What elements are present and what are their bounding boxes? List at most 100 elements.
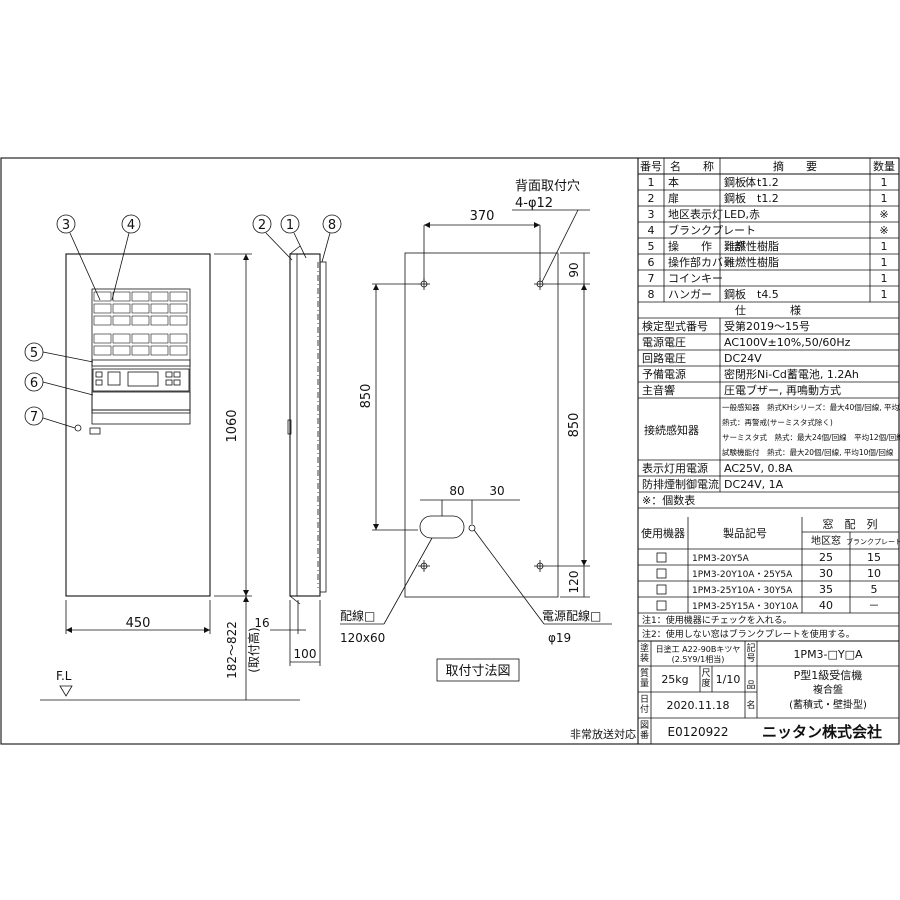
operation-cover [91,391,191,411]
balloon-3: 3 [62,218,70,233]
spec-sensor-line: 一般感知器 熱式KHシリーズ：最大40個/回線, 平均20個/回線 [722,402,900,412]
title-block-label: 品 [746,680,755,691]
back-holes-label: 背面取付穴 [515,179,580,194]
use-checkbox[interactable] [656,600,667,611]
zone-lamp-window [169,291,188,302]
spec-sensor-label: 接続感知器 [644,423,699,437]
zone-lamp-window [131,303,150,314]
balloon-6: 6 [30,376,38,391]
mounting-diagram-title: 取付寸法図 [445,664,510,679]
zone-lamp-window [150,345,169,356]
parts-row-name: ブランクプレート [668,223,756,237]
parts-row-name: ハンガー [668,288,712,301]
parts-row-qty: ※ [879,208,888,221]
zone-lamp-window [131,291,150,302]
count-row-model: 1PM3-20Y5A [692,554,750,564]
floor-label: F.L [56,669,72,683]
spec-label: 予備電源 [642,367,686,381]
title-block-label: 名 [746,699,755,711]
parts-row-spec: 鋼板 t1.2 [724,175,779,189]
balloon-group-front: 3 4 5 6 7 [24,214,141,429]
front-view [65,253,211,597]
title-block-label: 付 [640,704,649,715]
sheet-border [0,157,900,745]
count-header-blank: ブランクプレート [846,537,900,546]
parts-row-name: 操作部カバー [668,255,734,269]
count-row-blank: 15 [867,551,881,564]
count-header-model: 製品記号 [723,526,767,540]
dim-30: 30 [489,484,504,498]
title-block-label: 質 [640,667,649,679]
use-checkbox[interactable] [656,584,667,595]
paint-value: (2.5Y9/1相当) [672,654,725,664]
parts-row-qty: 1 [881,272,888,285]
count-note-2: 注2：使用しない窓はブランクプレートを使用する。 [642,628,855,640]
use-checkbox[interactable] [656,568,667,579]
dim-height-range: 182～822 [225,621,239,679]
title-block-label: 号 [746,653,755,664]
count-row-zone: 40 [819,599,833,612]
dim-width-450: 450 [126,616,151,631]
model-code: 1PM3-□Y□A [793,648,863,661]
zone-lamp-window [93,303,112,314]
title-block-label: 記 [746,642,755,654]
zone-lamp-window [131,333,150,344]
count-row-model: 1PM3-25Y10A・30Y5A [692,586,793,596]
parts-row-number: 8 [648,288,655,301]
product-name: 複合盤 [813,683,843,696]
title-block-label: 装 [640,652,649,664]
parts-table-header: 摘 要 [773,159,817,173]
spec-value: 圧電ブザー, 再鳴動方式 [724,383,841,397]
side-dimensions: 16 100 [254,600,321,666]
power-wiring-label: 電源配線□ [542,608,601,623]
spec-count-note: ※：個数表 [642,493,695,507]
parts-row-number: 4 [648,224,655,237]
count-row-blank: － [869,599,880,612]
spec-sensor-line: サーミスタ式 熱式：最大24個/回線 平均12個/回線 [722,432,900,442]
back-holes-spec: 4-φ12 [515,196,553,211]
use-checkbox[interactable] [656,552,667,563]
zone-lamp-window [169,315,188,326]
parts-row-spec: LED,赤 [724,208,760,221]
wiring-hole-label: 配線□ [340,608,375,623]
spec-label: 防排煙制御電流 [642,477,719,491]
mounting-diagram-title-box [436,658,520,682]
zone-lamp-window [112,291,131,302]
wiring-hole-size: 120x60 [340,631,385,645]
dim-height-1060: 1060 [225,409,240,442]
zone-lamp-window [150,315,169,326]
front-panel-area [91,288,191,414]
spec-label: 検定型式番号 [642,319,708,333]
balloon-7: 7 [30,410,38,425]
count-row-zone: 35 [819,583,833,596]
spec-table-title: 仕 様 [735,303,801,317]
spec-value: 受第2019～15号 [724,319,810,333]
coin-key-hole [74,424,82,432]
date-value: 2020.11.18 [667,699,730,712]
back-plate-outline [404,252,559,598]
spec-label: 主音響 [642,383,675,397]
spec-label: 電源電圧 [642,335,686,349]
back-dimensions: 背面取付穴 4-φ12 370 90 850 850 120 80 30 配線□ [340,179,612,645]
parts-row-qty: 1 [881,288,888,301]
dim-100: 100 [294,647,317,661]
count-note-1: 注1：使用機器にチェックを入れる。 [642,614,792,626]
zone-lamp-window [112,315,131,326]
lcd-display [127,371,159,387]
spec-value: DC24V, 1A [724,478,784,491]
balloon-2: 2 [258,218,266,233]
zone-lamp-window [150,333,169,344]
dim-850-right: 850 [567,413,582,438]
dim-mount-height: (取付高) [246,627,261,672]
front-dimensions: 450 1060 182～822 (取付高) F.L [40,253,300,701]
parts-row-name: 操 作 部 [668,239,745,253]
parts-row-name: 本 体 [668,175,756,189]
spec-value: AC25V, 0.8A [724,462,793,475]
parts-row-spec: 難燃性樹脂 [724,255,779,269]
spec-value: DC24V [724,352,762,365]
zone-lamp-window [169,345,188,356]
control-display [107,371,121,386]
